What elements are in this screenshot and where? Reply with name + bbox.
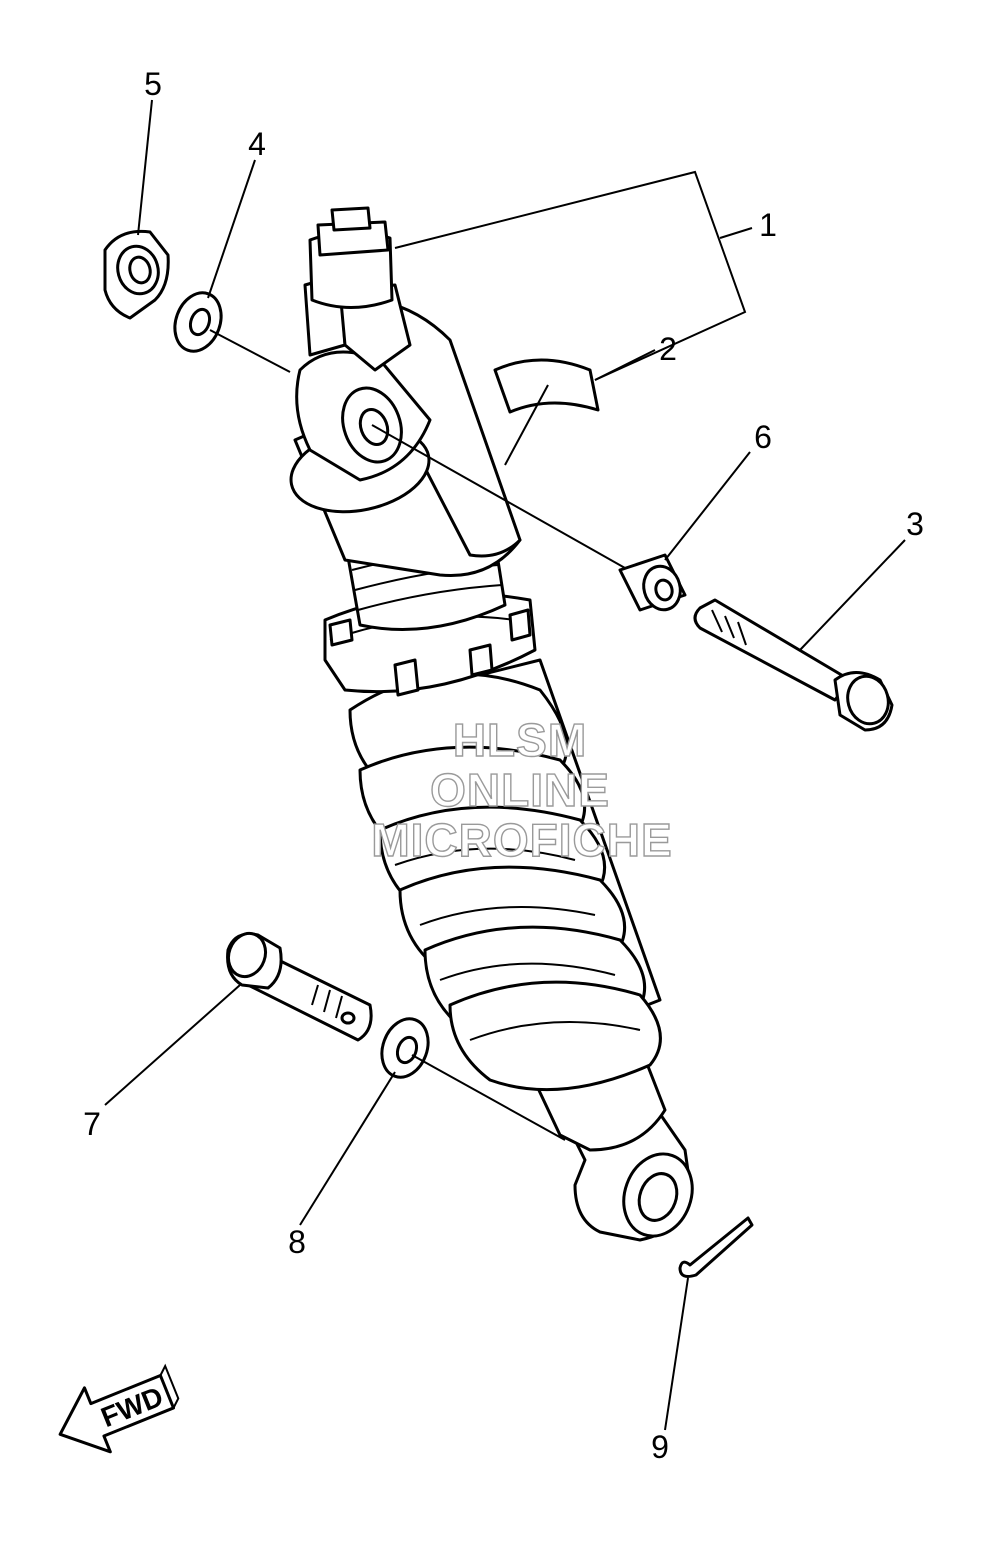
- callout-7: 7: [83, 1106, 101, 1142]
- callout-6: 6: [754, 419, 772, 455]
- callout-2: 2: [659, 331, 677, 367]
- watermark: HLSM ONLINE MICROFICHE: [371, 713, 673, 866]
- cotter-pin[interactable]: [678, 1216, 754, 1278]
- lower-washer[interactable]: [374, 1012, 436, 1083]
- callout-3: 3: [906, 506, 924, 542]
- watermark-line-1: HLSM: [453, 714, 587, 766]
- collar[interactable]: [618, 553, 687, 614]
- flange-nut[interactable]: [103, 229, 170, 320]
- callout-5: 5: [144, 66, 162, 102]
- callout-9: 9: [651, 1429, 669, 1465]
- coil-spring: [348, 672, 662, 1092]
- rear-shock-absorber-assembly[interactable]: [283, 206, 703, 1246]
- callout-numbers: 1 2 3 4 5 6 7 8 9: [83, 66, 924, 1465]
- fwd-direction-arrow: FWD: [58, 1363, 180, 1454]
- upper-bolt[interactable]: [693, 598, 894, 732]
- upper-washer[interactable]: [167, 286, 229, 357]
- callout-4: 4: [248, 126, 266, 162]
- lower-bolt[interactable]: [223, 928, 373, 1042]
- callout-1: 1: [759, 207, 777, 243]
- watermark-line-2: ONLINE: [430, 764, 610, 816]
- callout-8: 8: [288, 1224, 306, 1260]
- leader-lines: [104, 99, 906, 1431]
- watermark-line-3: MICROFICHE: [371, 814, 672, 866]
